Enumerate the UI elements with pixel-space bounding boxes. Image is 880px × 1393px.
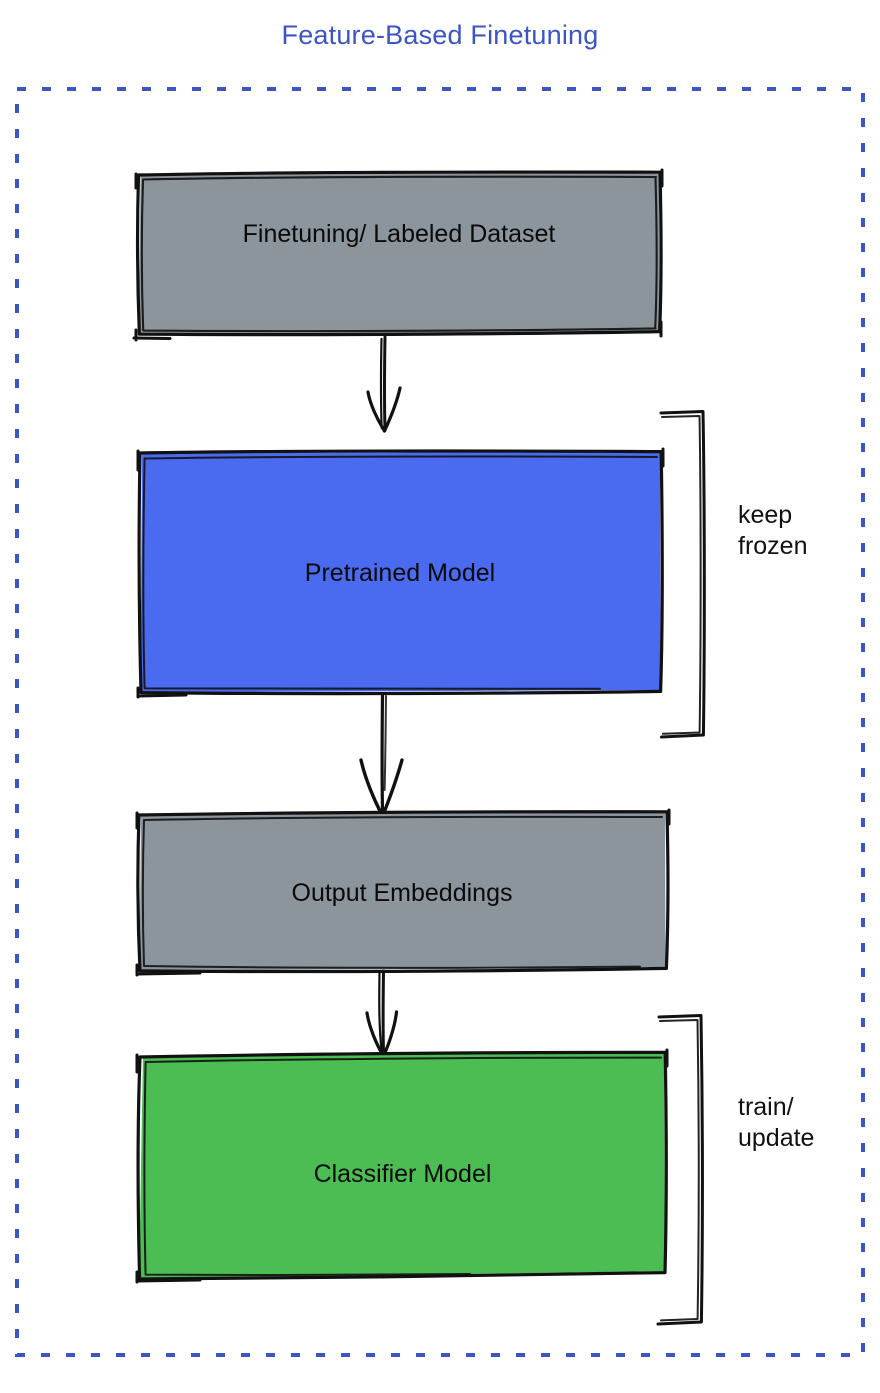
node-classifier-model[interactable]	[135, 1048, 669, 1284]
arrow-pretrained-to-embeddings	[359, 692, 404, 818]
bracket-train-update	[656, 1014, 704, 1326]
node-dataset[interactable]	[132, 168, 664, 342]
node-embeddings-fill	[139, 811, 666, 971]
node-embeddings-outline-second	[141, 815, 663, 969]
node-classifier-outline-second	[143, 1056, 662, 1277]
node-dataset-corner-accents	[132, 168, 664, 342]
node-dataset-fill	[139, 172, 660, 336]
node-pretrained-corner-accents	[136, 447, 665, 699]
bracket-keep-frozen	[659, 410, 706, 739]
annotation-keep-frozen: keep frozen	[738, 501, 808, 561]
node-pretrained-outline-second	[142, 455, 658, 691]
arrow-embeddings-to-classifier	[365, 969, 399, 1058]
node-classifier-corner-accents	[135, 1048, 669, 1284]
dashed-container-border	[15, 87, 865, 1357]
node-pretrained-fill	[140, 451, 661, 693]
node-embeddings-outline	[136, 810, 670, 974]
node-embeddings-corner-accents	[135, 808, 671, 977]
node-classifier-outline	[136, 1050, 668, 1281]
node-dataset-outline	[135, 170, 663, 337]
diagram-title: Feature-Based Finetuning	[281, 20, 599, 50]
node-pretrained-outline	[137, 449, 664, 696]
arrow-dataset-to-pretrained	[366, 335, 402, 433]
node-pretrained-model[interactable]	[136, 447, 665, 699]
node-output-embeddings[interactable]	[135, 808, 671, 977]
node-dataset-outline-second	[140, 175, 658, 333]
annotation-train-update: train/ update	[738, 1093, 815, 1153]
node-classifier-fill	[139, 1052, 665, 1279]
